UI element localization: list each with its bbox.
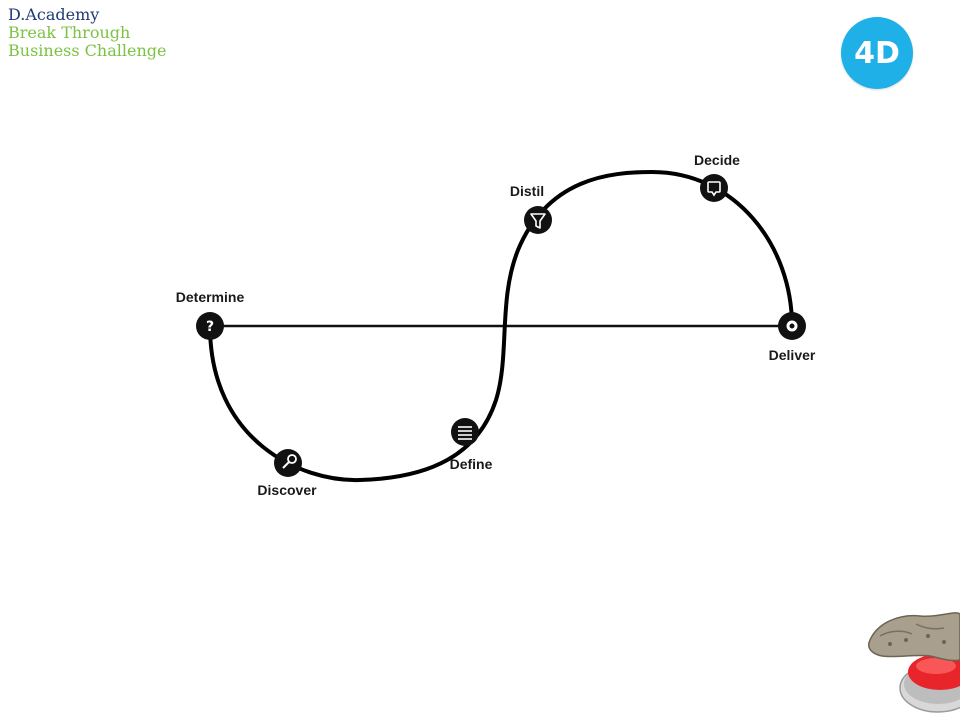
distil-node (524, 206, 552, 234)
brand-tagline-2: Business Challenge (8, 41, 167, 60)
stage-decide: Decide (694, 152, 740, 202)
stage-deliver: Deliver (769, 312, 816, 363)
determine-node (196, 312, 224, 340)
brand-name: D.Academy (8, 5, 100, 24)
stage-determine: ? Determine (176, 289, 245, 340)
4d-logo: 4D (841, 17, 913, 89)
ring-icon (786, 320, 798, 332)
decide-label: Decide (694, 152, 740, 168)
speech-bubble-icon (707, 181, 721, 197)
svg-text:?: ? (206, 319, 214, 335)
stage-define: Define (450, 418, 493, 472)
decide-node (700, 174, 728, 202)
stage-discover: Discover (257, 449, 317, 498)
funnel-icon (530, 213, 546, 229)
brand-header: D.Academy Break Through Business Challen… (8, 6, 166, 60)
hand-pressing-red-button-icon (868, 612, 960, 713)
discover-label: Discover (257, 482, 317, 498)
deliver-label: Deliver (769, 347, 816, 363)
determine-label: Determine (176, 289, 245, 305)
distil-label: Distil (510, 183, 544, 199)
magnifier-icon (282, 454, 297, 469)
4d-logo-text: 4D (854, 35, 900, 71)
define-node (451, 418, 479, 446)
define-label: Define (450, 456, 493, 472)
brand-tagline-1: Break Through (8, 23, 131, 42)
list-icon (458, 426, 472, 440)
stage-distil: Distil (510, 183, 552, 234)
question-mark-icon: ? (206, 319, 214, 335)
